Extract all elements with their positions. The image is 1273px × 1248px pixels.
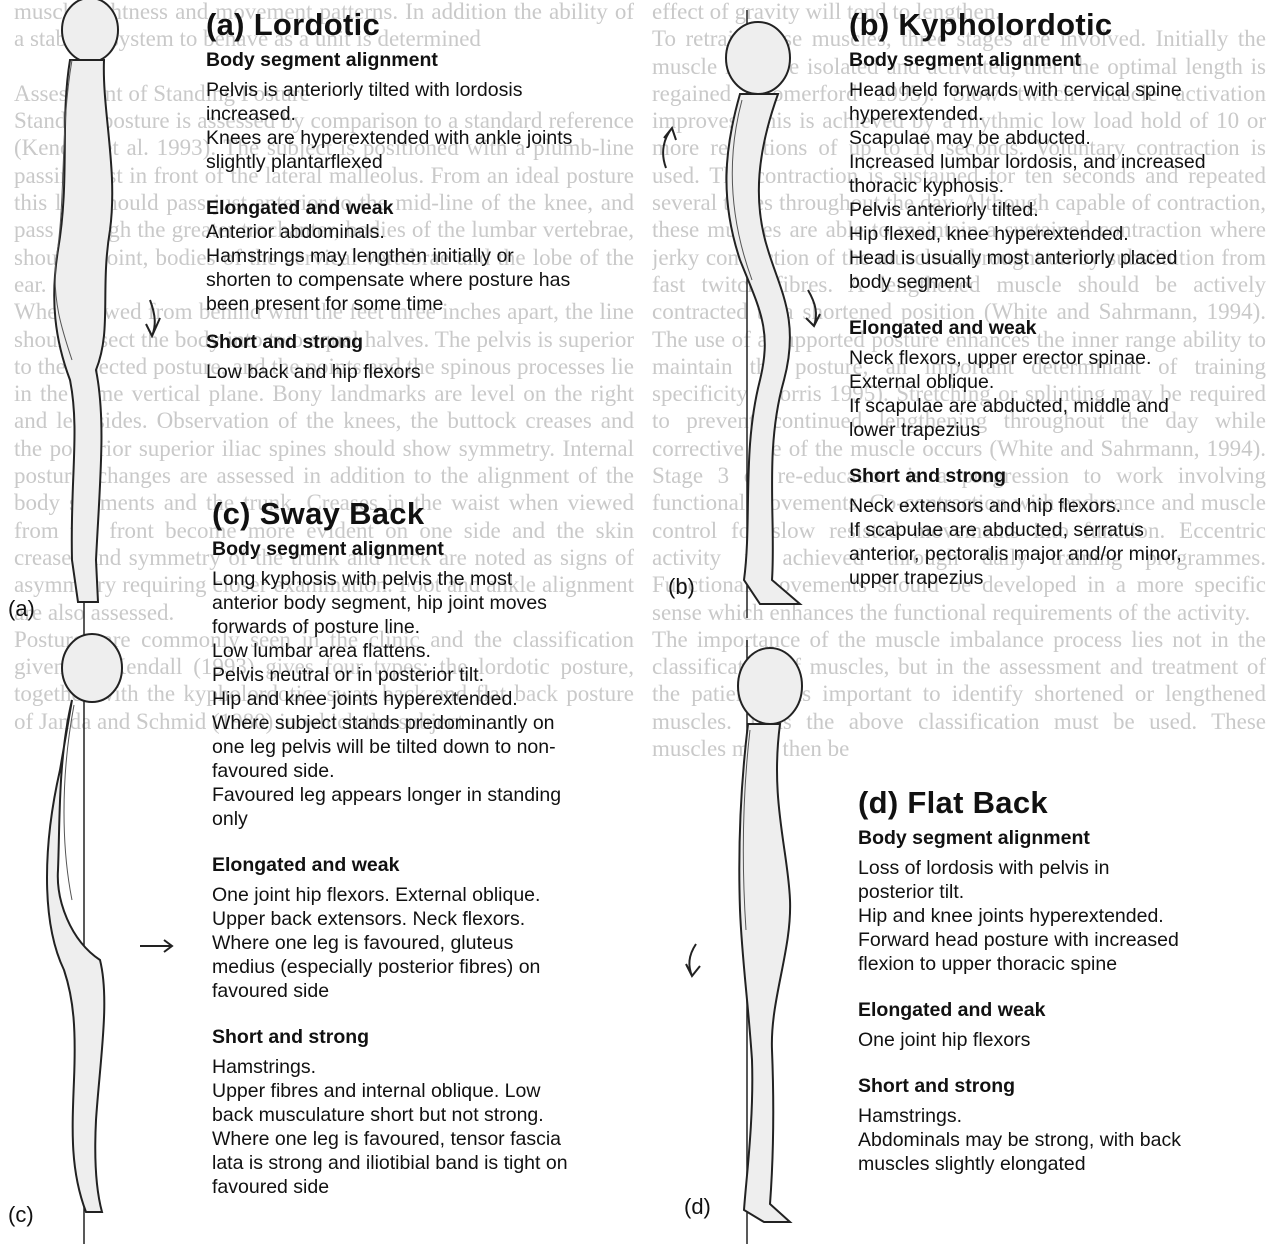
panel-c-alignment-line: Long kyphosis with pelvis the most xyxy=(212,567,636,591)
figure-label-b: (b) xyxy=(668,574,695,600)
panel-c-short-heading: Short and strong xyxy=(212,1025,636,1049)
panel-b-short-line: Neck extensors and hip flexors. xyxy=(849,494,1267,518)
figure-label-d: (d) xyxy=(684,1194,711,1220)
panel-b-alignment-line: Head is usually most anteriorly placed xyxy=(849,246,1267,270)
panel-d-short-heading: Short and strong xyxy=(858,1074,1268,1098)
panel-c-elongated-line: Upper back extensors. Neck flexors. xyxy=(212,907,636,931)
panel-b-elongated-line: External oblique. xyxy=(849,370,1267,394)
panel-d-title: (d) Flat Back xyxy=(858,786,1268,820)
panel-d-alignment-line: Forward head posture with increased xyxy=(858,928,1268,952)
figure-b-arrow-down xyxy=(806,290,820,326)
panel-a-alignment-line: slightly plantarflexed xyxy=(206,150,636,174)
panel-b-alignment-line: hyperextended. xyxy=(849,102,1267,126)
panel-a-elongated-line: Hamstrings may lengthen initially or xyxy=(206,244,636,268)
panel-a-alignment-line: Knees are hyperextended with ankle joint… xyxy=(206,126,636,150)
figure-label-a: (a) xyxy=(8,596,35,622)
panel-c-elongated-line: favoured side xyxy=(212,979,636,1003)
panel-a-alignment-line: Pelvis is anteriorly tilted with lordosi… xyxy=(206,78,636,102)
panel-a-short-heading: Short and strong xyxy=(206,330,636,354)
panel-c-alignment-line: Where subject stands predominantly on xyxy=(212,711,636,735)
panel-c-short-line: back musculature short but not strong. xyxy=(212,1103,636,1127)
panel-a-title: (a) Lordotic xyxy=(206,8,636,42)
panel-c-alignment-line: Favoured leg appears longer in standing xyxy=(212,783,636,807)
panel-c-alignment-line: favoured side. xyxy=(212,759,636,783)
panel-d-short-line: muscles slightly elongated xyxy=(858,1152,1268,1176)
panel-b-short-line: upper trapezius xyxy=(849,566,1267,590)
panel-a-short-line: Low back and hip flexors xyxy=(206,360,636,384)
panel-b-elongated-line: Neck flexors, upper erector spinae. xyxy=(849,346,1267,370)
panel-b-short-line: anterior, pectoralis major and/or minor, xyxy=(849,542,1267,566)
panel-b-kypholordotic: (b) Kypholordotic Body segment alignment… xyxy=(849,8,1267,590)
panel-b-elongated-line: lower trapezius xyxy=(849,418,1267,442)
panel-c-short-line: lata is strong and iliotibial band is ti… xyxy=(212,1151,636,1175)
panel-c-elongated-heading: Elongated and weak xyxy=(212,853,636,877)
panel-c-sway-back: (c) Sway Back Body segment alignment Lon… xyxy=(212,497,636,1199)
panel-c-alignment-line: one leg pelvis will be tilted down to no… xyxy=(212,735,636,759)
panel-a-lordotic: (a) Lordotic Body segment alignment Pelv… xyxy=(206,8,636,384)
panel-b-alignment-line: Increased lumbar lordosis, and increased xyxy=(849,150,1267,174)
panel-c-short-line: Upper fibres and internal oblique. Low xyxy=(212,1079,636,1103)
panel-c-title: (c) Sway Back xyxy=(212,497,636,531)
panel-a-alignment-heading: Body segment alignment xyxy=(206,48,636,72)
panel-b-alignment-line: thoracic kyphosis. xyxy=(849,174,1267,198)
panel-c-elongated-line: One joint hip flexors. External oblique. xyxy=(212,883,636,907)
panel-c-alignment-line: only xyxy=(212,807,636,831)
panel-a-elongated-line: been present for some time xyxy=(206,292,636,316)
panel-d-elongated-heading: Elongated and weak xyxy=(858,998,1268,1022)
panel-a-elongated-line: shorten to compensate where posture has xyxy=(206,268,636,292)
panel-a-elongated-heading: Elongated and weak xyxy=(206,196,636,220)
figure-b-arrow-up xyxy=(663,128,676,168)
panel-b-alignment-line: body segment xyxy=(849,270,1267,294)
panel-c-elongated-line: Where one leg is favoured, gluteus xyxy=(212,931,636,955)
panel-d-alignment-line: flexion to upper thoracic spine xyxy=(858,952,1268,976)
panel-b-short-heading: Short and strong xyxy=(849,464,1267,488)
panel-c-short-line: Hamstrings. xyxy=(212,1055,636,1079)
panel-b-alignment-line: Pelvis anteriorly tilted. xyxy=(849,198,1267,222)
panel-a-alignment-line: increased. xyxy=(206,102,636,126)
panel-b-alignment-line: Head held forwards with cervical spine xyxy=(849,78,1267,102)
panel-c-elongated-line: medius (especially posterior fibres) on xyxy=(212,955,636,979)
figure-c-arrow xyxy=(140,940,172,952)
panel-d-alignment-heading: Body segment alignment xyxy=(858,826,1268,850)
panel-b-alignment-line: Hip flexed, knee hyperextended. xyxy=(849,222,1267,246)
panel-d-alignment-line: posterior tilt. xyxy=(858,880,1268,904)
panel-c-alignment-line: Low lumbar area flattens. xyxy=(212,639,636,663)
panel-d-short-line: Abdominals may be strong, with back xyxy=(858,1128,1268,1152)
panel-c-alignment-line: Hip and knee joints hyperextended. xyxy=(212,687,636,711)
panel-d-elongated-line: One joint hip flexors xyxy=(858,1028,1268,1052)
panel-c-short-line: favoured side xyxy=(212,1175,636,1199)
figure-label-c: (c) xyxy=(8,1202,34,1228)
panel-b-alignment-line: Scapulae may be abducted. xyxy=(849,126,1267,150)
panel-d-alignment-line: Loss of lordosis with pelvis in xyxy=(858,856,1268,880)
figure-a-lordotic xyxy=(54,0,118,602)
panel-d-alignment-line: Hip and knee joints hyperextended. xyxy=(858,904,1268,928)
panel-c-alignment-line: forwards of posture line. xyxy=(212,615,636,639)
panel-c-alignment-line: Pelvis neutral or in posterior tilt. xyxy=(212,663,636,687)
panel-d-flat-back: (d) Flat Back Body segment alignment Los… xyxy=(858,786,1268,1176)
panel-c-alignment-heading: Body segment alignment xyxy=(212,537,636,561)
panel-b-alignment-heading: Body segment alignment xyxy=(849,48,1267,72)
figure-b-kypholordotic xyxy=(726,22,800,604)
panel-a-elongated-line: Anterior abdominals. xyxy=(206,220,636,244)
panel-c-alignment-line: anterior body segment, hip joint moves xyxy=(212,591,636,615)
panel-d-short-line: Hamstrings. xyxy=(858,1104,1268,1128)
panel-c-short-line: Where one leg is favoured, tensor fascia xyxy=(212,1127,636,1151)
panel-b-elongated-line: If scapulae are abducted, middle and xyxy=(849,394,1267,418)
panel-b-elongated-heading: Elongated and weak xyxy=(849,316,1267,340)
figure-d-arrow xyxy=(686,944,700,976)
panel-b-short-line: If scapulae are abducted, serratus xyxy=(849,518,1267,542)
panel-b-title: (b) Kypholordotic xyxy=(849,8,1267,42)
